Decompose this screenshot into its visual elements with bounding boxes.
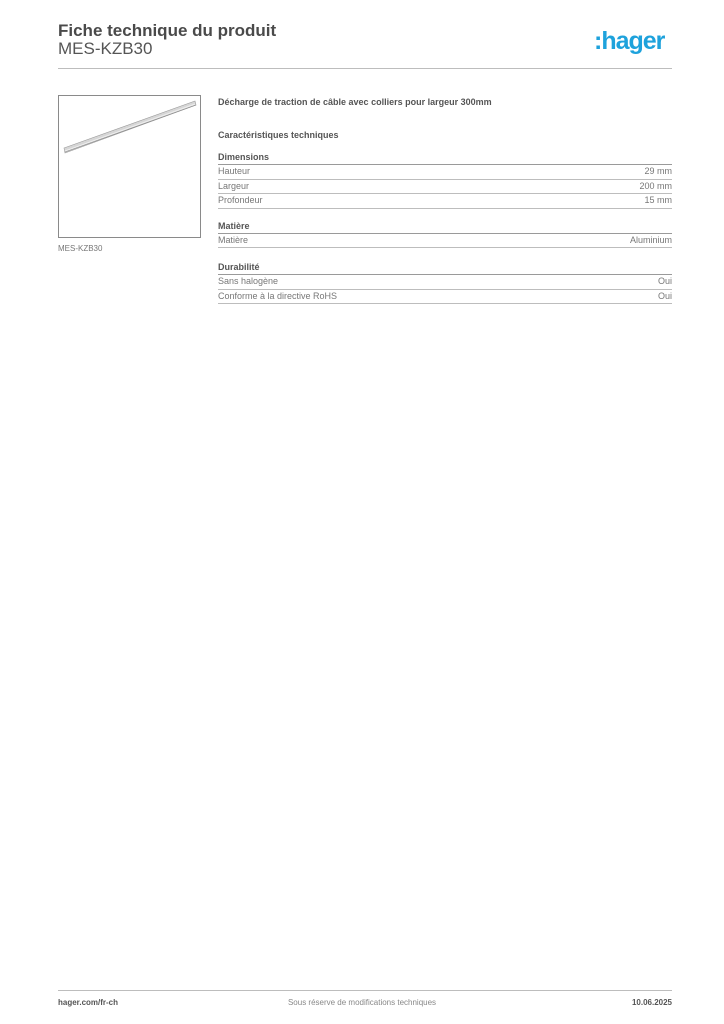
footer-website-link[interactable]: hager.com/fr-ch xyxy=(58,998,119,1007)
spec-label: Largeur xyxy=(218,180,250,191)
spec-value: Oui xyxy=(657,276,672,286)
group-title-durability: Durabilité xyxy=(218,262,672,275)
spec-label: Hauteur xyxy=(218,166,251,176)
footer-divider xyxy=(58,990,672,991)
spec-value: Aluminium xyxy=(629,234,672,245)
spec-row: Largeur 200 mm xyxy=(218,180,672,194)
spec-row: Conforme à la directive RoHS Oui xyxy=(218,290,672,304)
page-title: Fiche technique du produit xyxy=(58,21,277,40)
cable-rail-icon xyxy=(63,100,197,154)
spec-row: Hauteur 29 mm xyxy=(218,165,672,180)
image-caption: MES-KZB30 xyxy=(58,244,103,253)
spec-label: Conforme à la directive RoHS xyxy=(218,290,338,301)
product-image xyxy=(58,95,201,238)
spec-label: Sans halogène xyxy=(218,276,279,286)
hager-logo: :hager xyxy=(594,27,665,55)
group-title-dimensions: Dimensions xyxy=(218,152,672,165)
spec-column: Décharge de traction de câble avec colli… xyxy=(218,95,672,304)
spec-row: Profondeur 15 mm xyxy=(218,194,672,209)
spec-value: 29 mm xyxy=(644,166,672,176)
spec-value: 200 mm xyxy=(639,180,672,191)
spec-value: 15 mm xyxy=(644,195,672,205)
specs-heading: Caractéristiques techniques xyxy=(218,130,339,140)
product-reference: MES-KZB30 xyxy=(58,39,153,58)
header-divider xyxy=(58,68,672,69)
footer-notice: Sous réserve de modifications techniques xyxy=(287,998,437,1007)
spec-label: Profondeur xyxy=(218,195,263,205)
footer-date: 10.06.2025 xyxy=(631,998,672,1007)
spec-row: Sans halogène Oui xyxy=(218,275,672,290)
spec-value: Oui xyxy=(657,290,672,301)
group-title-material: Matière xyxy=(218,221,672,234)
product-description: Décharge de traction de câble avec colli… xyxy=(218,97,492,107)
spec-label: Matière xyxy=(218,234,249,245)
spec-row: Matière Aluminium xyxy=(218,234,672,248)
